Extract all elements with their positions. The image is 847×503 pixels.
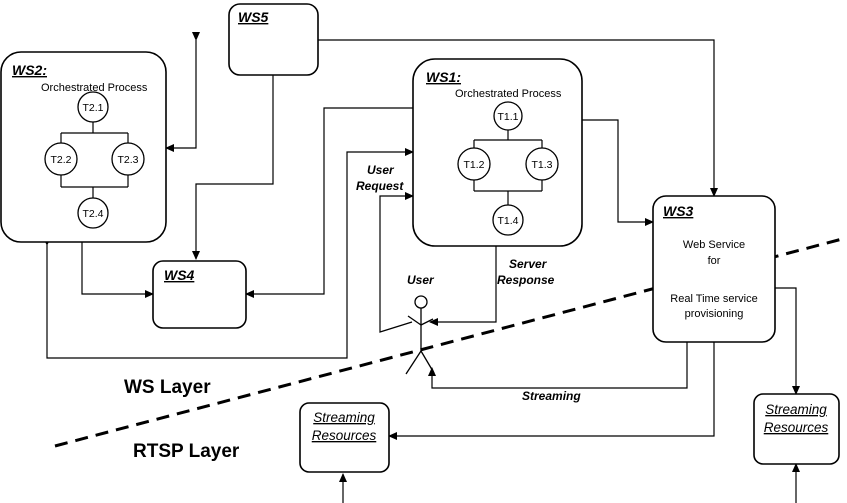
ws2-task-node: T2.3	[111, 142, 145, 176]
connector-ws3-resources-left	[388, 334, 718, 440]
connector-ws3-resources-right	[767, 284, 800, 395]
ws2-box[interactable]: WS2: Orchestrated Process T2.1 T2.2 T2.3…	[0, 51, 167, 243]
ws3-line: Real Time service	[670, 293, 757, 305]
ws-layer-label: WS Layer	[124, 377, 211, 398]
ws3-line: provisioning	[685, 308, 744, 320]
ws2-task-label: T2.1	[82, 102, 103, 114]
user-request-label: User	[367, 163, 395, 177]
ws1-task-node: T1.2	[457, 147, 491, 181]
connector-streaming	[428, 342, 688, 389]
ws1-task-label: T1.3	[531, 159, 552, 171]
ws1-subtitle: Orchestrated Process	[455, 88, 562, 100]
connector-ws5-ws3	[310, 36, 718, 197]
resources-left-line: Resources	[312, 428, 377, 443]
ws3-title: WS3	[663, 203, 694, 219]
ws2-task-node: T2.4	[77, 197, 109, 229]
connector-user-request	[379, 192, 414, 333]
user-request-label: Request	[356, 179, 404, 193]
ws3-line: Web Service	[683, 239, 745, 251]
streaming-resources-right[interactable]: Streaming Resources	[753, 393, 840, 465]
connector-ws2-ws1-loop	[43, 148, 414, 359]
ws2-task-node: T2.1	[77, 91, 109, 123]
streaming-label: Streaming	[522, 389, 581, 403]
connector-server-response	[429, 246, 497, 326]
connector-ws1-ws3	[574, 116, 654, 226]
resources-right-line: Resources	[764, 420, 829, 435]
ws1-task-node: T1.3	[525, 147, 559, 181]
ws4-box[interactable]: WS4	[152, 260, 247, 329]
server-response-label: Server	[509, 257, 548, 271]
connector-ws5-ws4	[192, 68, 277, 260]
ws1-process-graph	[473, 130, 543, 205]
resources-left-line: Streaming	[313, 410, 375, 425]
user-label: User	[407, 273, 435, 287]
connector-ws1-ws4	[245, 104, 421, 298]
ws5-box[interactable]: WS5	[228, 3, 319, 76]
ws3-box[interactable]: WS3 Web Service for Real Time service pr…	[652, 195, 776, 343]
ws2-task-label: T2.3	[117, 154, 138, 166]
user-icon	[405, 295, 435, 375]
ws1-task-label: T1.2	[463, 159, 484, 171]
ws2-title: WS2:	[12, 62, 47, 78]
ws2-process-graph	[60, 122, 129, 198]
ws1-box[interactable]: WS1: Orchestrated Process T1.1 T1.2 T1.3…	[412, 58, 583, 247]
ws1-task-node: T1.1	[493, 101, 523, 131]
ws1-task-label: T1.4	[497, 215, 518, 227]
ws5-title: WS5	[238, 9, 269, 25]
ws2-task-label: T2.4	[82, 208, 103, 220]
ws2-subtitle: Orchestrated Process	[41, 82, 148, 94]
resources-right-line: Streaming	[765, 402, 827, 417]
ws1-task-label: T1.1	[497, 111, 518, 123]
ws4-title: WS4	[164, 267, 195, 283]
ws1-task-node: T1.4	[492, 204, 524, 236]
server-response-label: Response	[497, 273, 555, 287]
rtsp-layer-label: RTSP Layer	[133, 441, 240, 462]
ws2-task-label: T2.2	[50, 154, 71, 166]
ws1-title: WS1:	[426, 69, 461, 85]
ws3-line: for	[708, 255, 721, 267]
streaming-resources-left[interactable]: Streaming Resources	[299, 402, 390, 473]
connector-ws2-ws5	[165, 32, 200, 152]
connector-ws2-ws4	[78, 234, 154, 298]
ws2-task-node: T2.2	[44, 142, 78, 176]
